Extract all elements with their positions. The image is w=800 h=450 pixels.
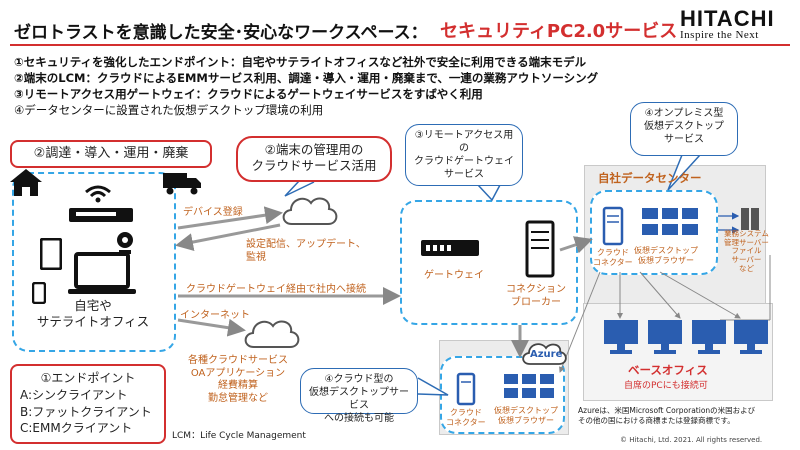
endpoint-item-b: B:ファットクライアント [20, 404, 152, 419]
cloud-callout-tail [284, 179, 315, 197]
copyright: © Hitachi, Ltd. 2021. All rights reserve… [620, 436, 763, 444]
house-icon [10, 169, 42, 196]
gateway-callout-tail [477, 184, 501, 202]
tablet-icon [40, 238, 62, 270]
projector-icon [69, 208, 133, 222]
page-title: ゼロトラストを意識した安全･安心なワークスペース： [14, 23, 428, 43]
service-name: セキュリティPC2.0サービス [440, 21, 678, 42]
endpoint-item-a: A:シンクライアント [20, 387, 128, 402]
via-gateway-label: クラウドゲートウェイ経由で社内へ接続 [186, 284, 366, 295]
endpoint-title: ①エンドポイント [40, 371, 136, 385]
endpoint-box: ①エンドポイント A:シンクライアント B:ファットクライアント C:EMMクラ… [10, 364, 166, 444]
gateway-device-icon [421, 240, 479, 256]
wifi-icon [85, 185, 111, 203]
az-connector-server-icon [456, 372, 476, 406]
device-registration-arrow [177, 206, 283, 230]
azure-label: Azure [530, 349, 563, 360]
broker-server-icon [525, 220, 555, 278]
azure-cloud-icon [522, 343, 567, 365]
internet-label: インターネット [180, 310, 250, 321]
dc-vdesk-label: 仮想デスクトップ 仮想ブラウザー [634, 246, 698, 265]
dc-systems-servers-icon [741, 208, 759, 230]
device-registration-label: デバイス登録 [183, 207, 243, 218]
dc-connector-label: クラウド コネクター [593, 248, 633, 267]
logo-name: HITACHI [680, 6, 775, 31]
az-connector-label: クラウド コネクター [446, 408, 486, 427]
internet-arrow [177, 318, 246, 337]
header-bar [0, 0, 800, 50]
azure-callout-tail [417, 377, 449, 396]
internet-cloud-icon [244, 320, 300, 348]
datacenter-label: 自社データセンター [598, 171, 702, 185]
endpoint-item-c: C:EMMクライアント [20, 421, 133, 436]
broker-label: コネクション ブローカー [506, 284, 566, 308]
azure-trademark-note: Azureは、米国Microsoft Corporationの米国および その他… [578, 406, 756, 425]
onprem-callout-tail [667, 154, 701, 191]
dc-vdesk-monitors-icon [642, 208, 698, 235]
az-vdesk-monitors-icon [504, 374, 554, 398]
procurement-box: ②調達・導入・運用・廃棄 [10, 140, 212, 168]
cloud-services-label: 各種クラウドサービス OAアプリケーション 経費精算 勤怠管理など [188, 355, 288, 404]
dc-connector-server-icon [602, 206, 624, 246]
smartphone-icon [32, 282, 46, 304]
truck-icon [163, 173, 201, 195]
onprem-callout: ④オンプレミス型 仮想デスクトップ サービス [630, 102, 738, 156]
logo-tagline: Inspire the Next [680, 29, 759, 41]
gateway-dc-arrow [559, 236, 593, 254]
base-office-label: ベースオフィス [628, 363, 708, 377]
cloud-mgmt-callout: ②端末の管理用の クラウドサービス活用 [236, 136, 392, 182]
home-label: 自宅や サテライトオフィス [36, 298, 150, 329]
lcm-note: LCM：Life Cycle Management [172, 431, 306, 441]
cloud-icon [282, 197, 338, 225]
gateway-label: ゲートウェイ [424, 270, 484, 281]
point-3: ③リモートアクセス用ゲートウェイ：クラウドによるゲートウェイサービスをすばやく利… [14, 87, 483, 101]
base-office-pcs-icon [604, 320, 768, 354]
config-delivery-arrow [175, 223, 281, 251]
gateway-callout: ③リモートアクセス用の クラウドゲートウェイ サービス [405, 124, 523, 186]
title-divider [10, 44, 790, 46]
azure-callout: ④クラウド型の 仮想デスクトップサービス への接続も可能 [300, 368, 418, 424]
az-vdesk-label: 仮想デスクトップ 仮想ブラウザー [494, 406, 558, 425]
base-office-sub: 自席のPCにも接続可 [624, 381, 708, 391]
laptop-icon [68, 252, 136, 294]
point-4: ④データセンターに設置された仮想デスクトップ環境の利用 [14, 103, 324, 117]
hitachi-logo: HITACHI Inspire the Next [680, 6, 790, 44]
config-delivery-label: 設定配信、アップデート、 監視 [246, 239, 366, 263]
dc-systems-label: 業務システム 管理サーバー ファイル サーバー など [724, 229, 769, 273]
point-1: ①セキュリティを強化したエンドポイント：自宅やサテライトオフィスなど社外で安全に… [14, 55, 587, 69]
point-2: ②端末のLCM：クラウドによるEMMサービス利用、調達・導入・運用・廃棄まで、一… [14, 71, 599, 85]
